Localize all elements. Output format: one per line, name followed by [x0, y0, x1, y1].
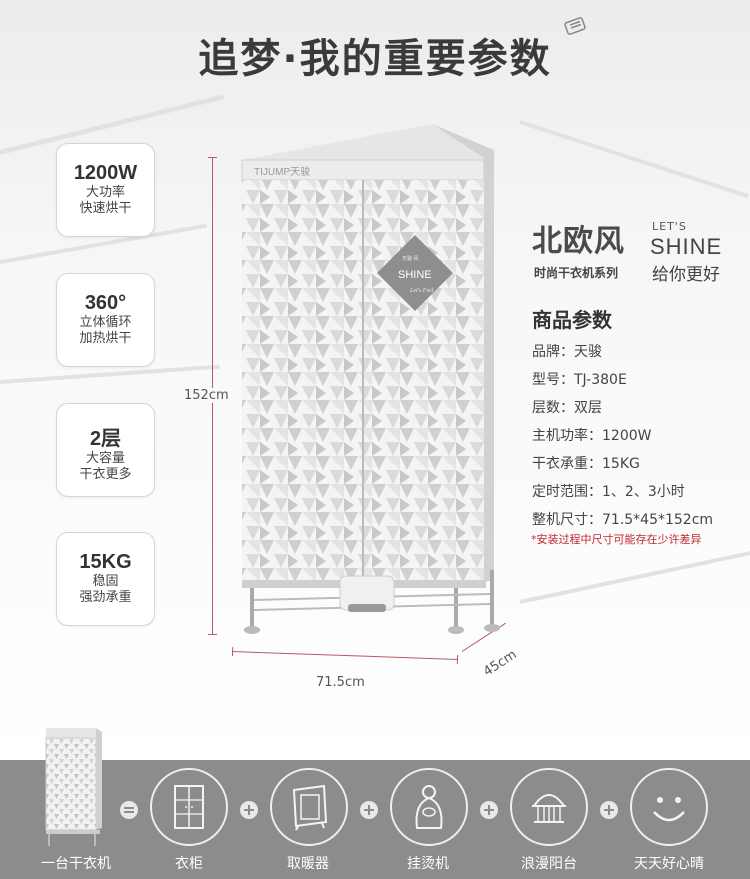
equation-label: 挂烫机: [407, 856, 449, 872]
product-logo: TIJUMP天骏: [254, 165, 310, 178]
panel-brand: SHINE: [398, 269, 432, 281]
balcony-icon: [532, 794, 566, 823]
wardrobe-circle: [150, 768, 228, 846]
param-item: 主机功率：1200W: [532, 428, 652, 444]
feature-circulation: 360° 立体循环 加热烘干: [56, 273, 155, 367]
feature-value: 2层: [89, 428, 122, 450]
heater-icon: [292, 784, 328, 831]
feature-load: 15KG 稳固 强劲承重: [56, 532, 155, 626]
mini-dryer-icon: [45, 728, 102, 846]
brand-series: 时尚干衣机系列: [534, 266, 619, 280]
feature-layers: 2层 大容量 干衣更多: [56, 403, 155, 497]
brand-shine: SHINE: [650, 234, 723, 259]
equation-label: 衣柜: [175, 856, 203, 872]
plus-icon: [240, 801, 258, 819]
feature-line: 大功率: [85, 185, 125, 200]
plus-icon: [360, 801, 378, 819]
width-label: 71.5cm: [316, 675, 365, 690]
equation-label: 一台干衣机: [41, 856, 111, 872]
feature-line: 大容量: [85, 451, 125, 466]
page-title: 追梦·我的重要参数: [198, 36, 552, 82]
equation-label: 天天好心晴: [634, 856, 704, 872]
params-title: 商品参数: [532, 308, 612, 332]
background-beam: [519, 120, 749, 199]
heater-circle: [270, 768, 348, 846]
brand-lets: LET'S: [652, 220, 687, 233]
plus-icon: [600, 801, 618, 819]
param-item: 型号：TJ-380E: [532, 372, 627, 388]
param-item: 整机尺寸：71.5*45*152cm: [532, 512, 714, 528]
smiley-circle: [630, 768, 708, 846]
steamer-circle: [390, 768, 468, 846]
plus-icon: [480, 801, 498, 819]
param-item: 层数：双层: [532, 400, 602, 416]
background-beam: [0, 364, 220, 384]
wardrobe-icon: [174, 785, 204, 829]
equation-label: 取暖器: [287, 856, 329, 872]
size-note: *安装过程中尺寸可能存在少许差异: [531, 533, 702, 546]
feature-value: 1200W: [73, 162, 138, 184]
equation-label: 浪漫阳台: [521, 856, 577, 872]
brand-slogan: 给你更好: [652, 265, 720, 285]
feature-line: 加热烘干: [79, 331, 132, 346]
feature-value: 15KG: [79, 551, 132, 573]
param-item: 干衣承重：15KG: [532, 456, 640, 472]
param-item: 品牌：天骏: [532, 344, 602, 360]
speaker-icon: [564, 17, 586, 35]
feature-line: 立体循环: [79, 315, 132, 330]
svg-text:天骏·风: 天骏·风: [402, 255, 419, 262]
feature-line: 干衣更多: [79, 467, 132, 482]
dryer-wardrobe-image: TIJUMP天骏 SHINE 天骏·风 Let's Feel: [241, 124, 500, 634]
params-list: 品牌：天骏 型号：TJ-380E 层数：双层 主机功率：1200W 干衣承重：1…: [532, 342, 713, 538]
balcony-circle: [510, 768, 588, 846]
background-beam: [519, 550, 750, 604]
steamer-icon: [415, 785, 443, 829]
height-label: 152cm: [182, 388, 231, 403]
smiley-icon: [653, 797, 685, 822]
feature-line: 稳固: [92, 574, 119, 589]
feature-line: 强劲承重: [79, 590, 132, 605]
equals-icon: [120, 801, 138, 819]
equation-band: [0, 760, 750, 879]
param-item: 定时范围：1、2、3小时: [532, 484, 685, 500]
svg-text:Let's Feel: Let's Feel: [409, 288, 434, 294]
brand-nordic: 北欧风: [532, 224, 625, 259]
feature-value: 360°: [84, 292, 127, 314]
feature-power: 1200W 大功率 快速烘干: [56, 143, 155, 237]
feature-line: 快速烘干: [79, 201, 132, 216]
